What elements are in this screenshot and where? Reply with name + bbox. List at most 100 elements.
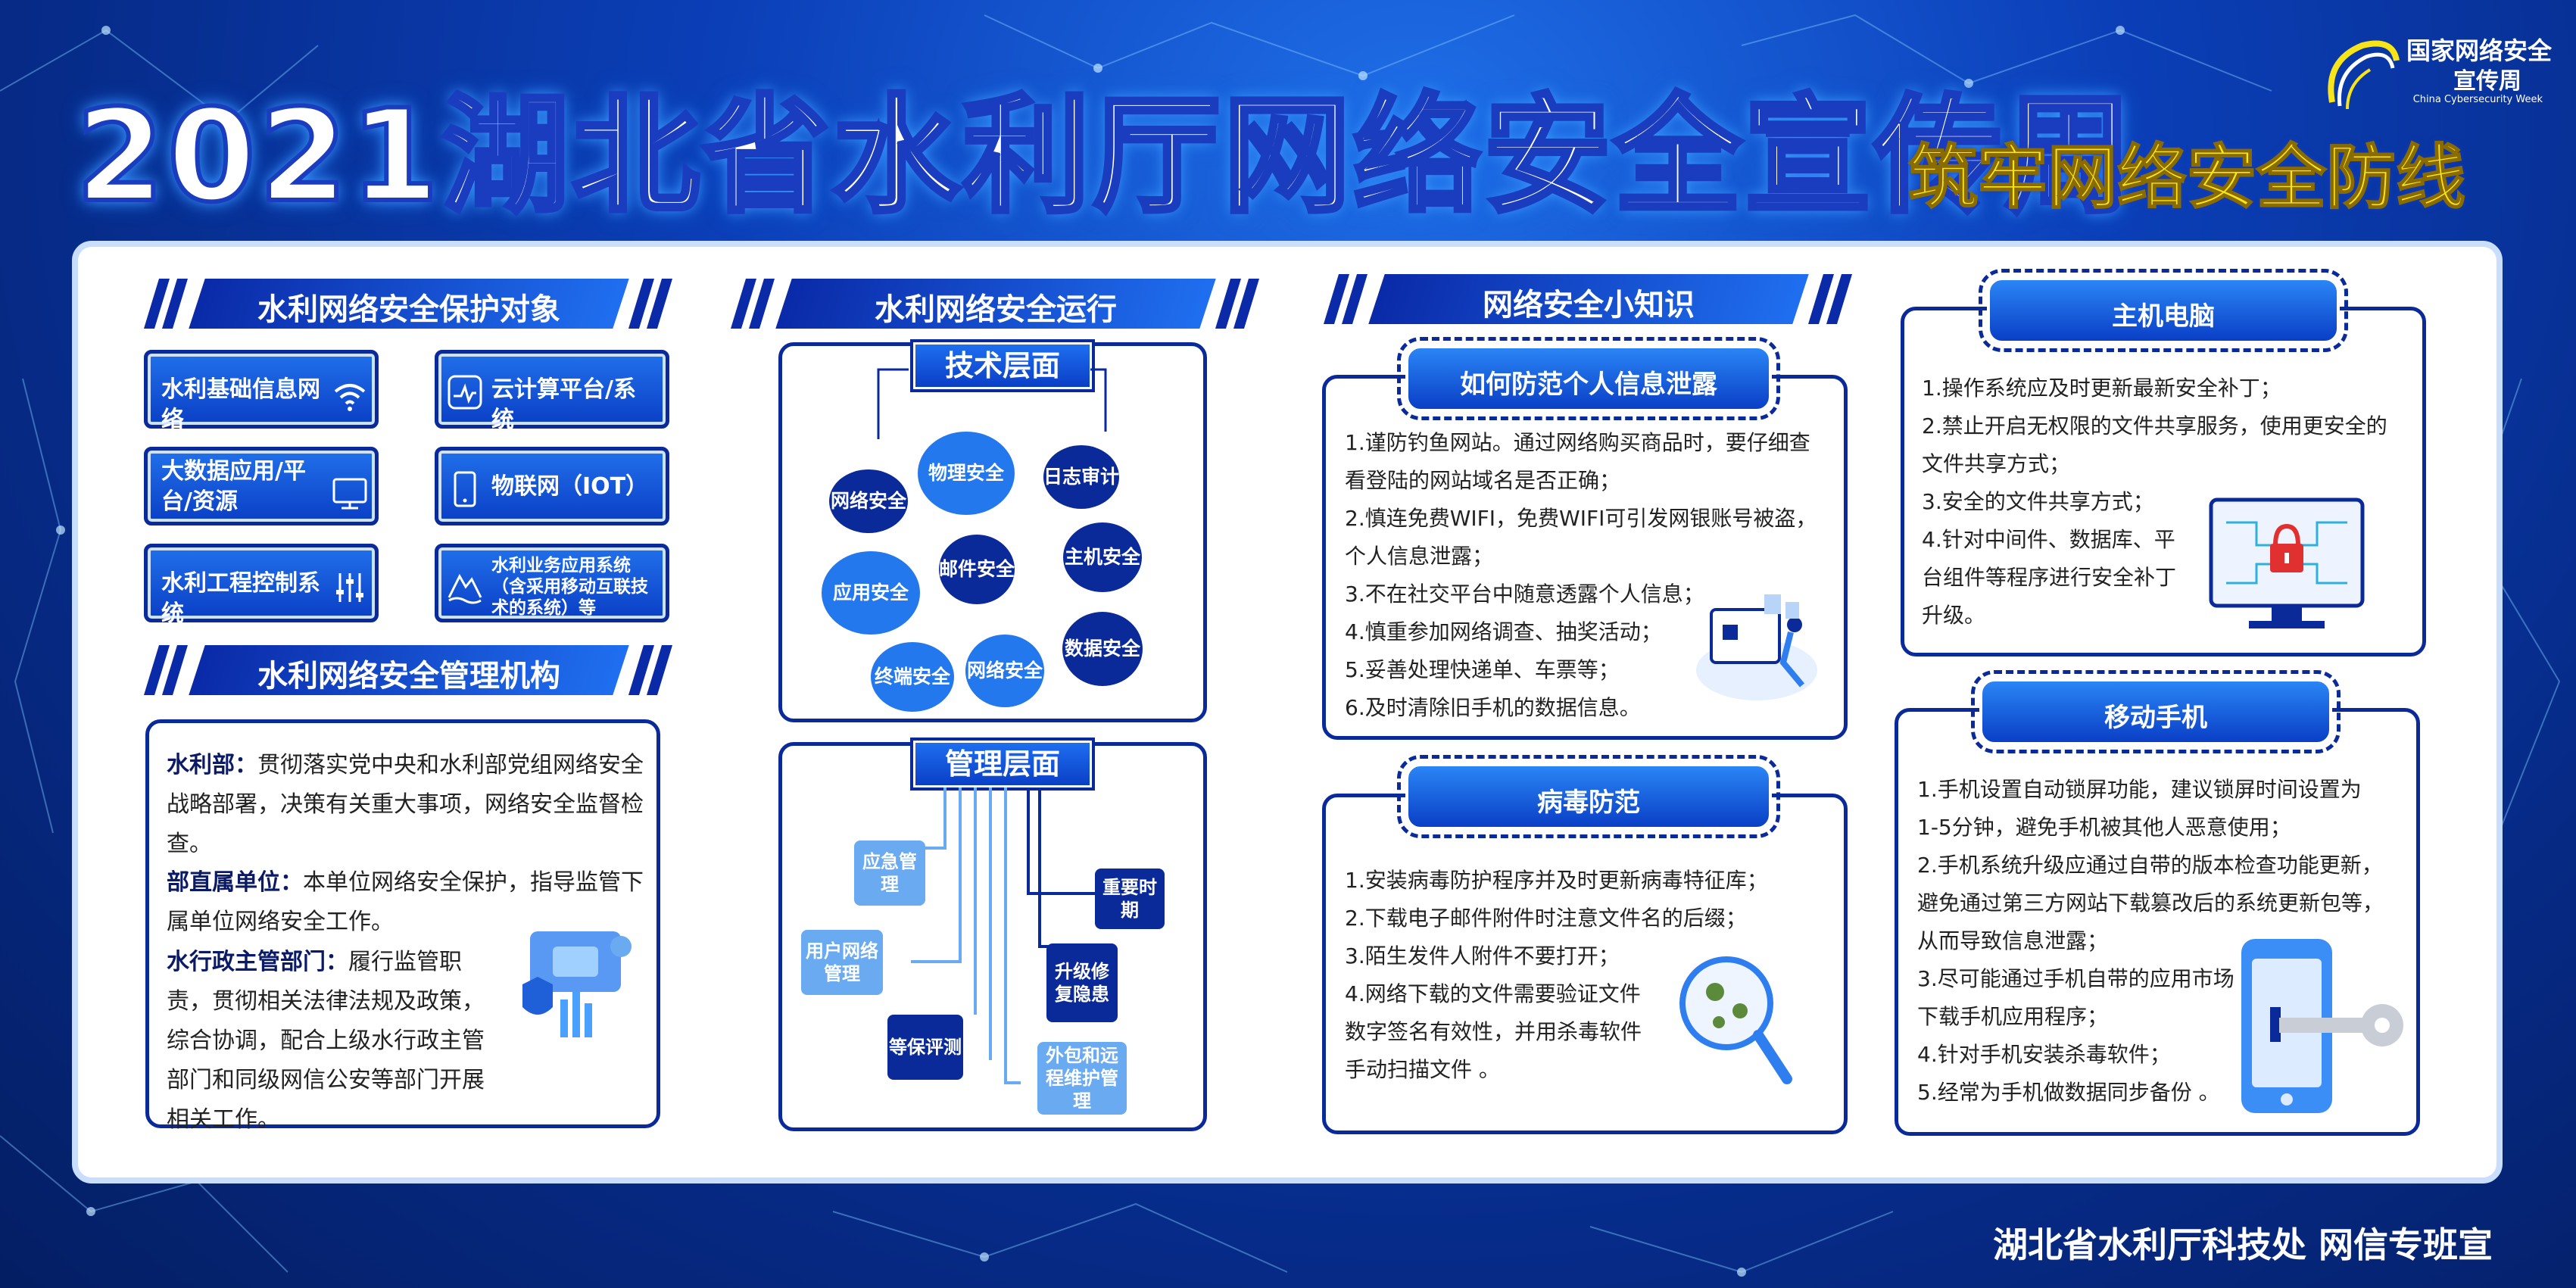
org-p1: 水利部：贯彻落实党中央和水利部党组网络安全战略部署，决策有关重大事项，网络安全监… (167, 746, 651, 864)
pulse-icon (448, 375, 482, 410)
mgmt-item: 用户网络管理 (801, 930, 883, 995)
protect-item-label: 物联网（IOT） (491, 473, 649, 500)
list-item: 3.安全的文件共享方式； (1922, 489, 2154, 514)
mgmt-item: 升级修复隐患 (1046, 943, 1118, 1022)
tech-bubble: 物理安全 (918, 432, 1015, 515)
protect-item-label: 水利工程控制系统 (161, 570, 320, 627)
virus-magnifier-icon (1679, 956, 1792, 1084)
list-item: 3.尽可能通过手机自带的应用市场 (1917, 966, 2235, 991)
laptop-user-icon (1696, 594, 1817, 700)
org-p2: 部直属单位：本单位网络安全保护，指导监管下属单位网络安全工作。 (167, 863, 651, 942)
virus-list: 1.安装病毒防护程序并及时更新病毒特征库； 2.下载电子邮件附件时注意文件名的后… (1345, 862, 1768, 1089)
tech-bubble: 终端安全 (871, 642, 954, 712)
list-item: 3.陌生发件人附件不要打开； (1345, 943, 1620, 968)
list-item: 3.不在社交平台中随意透露个人信息； (1345, 582, 1704, 607)
ops-section-header: 水利网络安全运行 (731, 279, 1261, 329)
mgmt-title: 管理层面 (913, 741, 1092, 787)
org-p2-label: 部直属单位： (167, 869, 303, 896)
mobile-title-pill: 移动手机 (1971, 670, 2341, 753)
privacy-list: 1.谨防钓鱼网站。通过网络购买商品时，要仔细查 看登陆的网站域名是否正确； 2.… (1345, 424, 1817, 727)
protect-item: 云计算平台/系统 (435, 350, 669, 433)
list-item: 台组件等程序进行安全补丁 (1922, 565, 2177, 590)
list-item: 4.慎重参加网络调查、抽奖活动； (1345, 619, 1662, 644)
org-p3-text: 履行监管职责，贯彻相关法律法规及政策，综合协调，配合上级水行政主管部门和同级网信… (167, 949, 485, 1133)
mgmt-item: 重要时期 (1095, 869, 1165, 929)
page-title: 2021湖北省水利厅网络安全宣传周 (73, 80, 2135, 232)
org-title: 水利网络安全管理机构 (257, 659, 560, 694)
list-item: 5.妥善处理快递单、车票等； (1345, 657, 1620, 682)
protect-item-label: 水利业务应用系统（含采用移动互联技术的系统）等 (491, 556, 648, 618)
list-item: 升级。 (1922, 603, 1986, 628)
logo-line1: 国家网络安全 (2406, 36, 2552, 65)
protect-item-label: 云计算平台/系统 (491, 376, 636, 433)
list-item: 1.安装病毒防护程序并及时更新病毒特征库； (1345, 868, 1768, 893)
protect-item: 大数据应用/平台/资源 (144, 447, 379, 525)
protect-section-header: 水利网络安全保护对象 (144, 279, 674, 329)
list-item: 5.经常为手机做数据同步备份 。 (1917, 1080, 2220, 1105)
tips-title: 网络安全小知识 (1483, 288, 1695, 323)
protect-title: 水利网络安全保护对象 (257, 292, 560, 327)
host-list: 1.操作系统应及时更新最新安全补丁； 2.禁止开启无权限的文件共享服务，使用更安… (1922, 370, 2387, 635)
list-item: 避免通过第三方网站下载篡改后的系统更新包等， (1917, 890, 2384, 915)
list-item: 2.手机系统升级应通过自带的版本检查功能更新， (1917, 853, 2383, 878)
slogan: 筑牢网络安全防线 (1907, 136, 2466, 219)
monitor-icon (332, 478, 367, 510)
phone-icon (454, 471, 476, 507)
phone-key-icon (2241, 939, 2403, 1113)
list-item: 1.操作系统应及时更新最新安全补丁； (1922, 376, 2281, 401)
stripes-icon (144, 645, 188, 695)
logo-line3: China Cybersecurity Week (2412, 94, 2543, 105)
list-item: 4.网络下载的文件需要验证文件 (1345, 981, 1641, 1006)
stripes-icon (1808, 274, 1852, 324)
stripes-icon (731, 279, 775, 329)
tech-bubble: 主机安全 (1063, 522, 1142, 592)
list-item: 文件共享方式； (1922, 451, 2071, 476)
logo-line2: 宣传周 (2453, 68, 2521, 95)
protect-item: 水利业务应用系统（含采用移动互联技术的系统）等 (435, 544, 669, 622)
logo-swirl-icon (2328, 40, 2400, 110)
stripes-icon (628, 279, 672, 329)
tech-bubble: 网络安全 (965, 635, 1044, 707)
mobile-panel (1895, 708, 2420, 1136)
org-panel (145, 719, 660, 1128)
mgmt-item: 等保评测 (887, 1015, 963, 1080)
list-item: 数字签名有效性，并用杀毒软件 (1345, 1019, 1642, 1044)
mgmt-connector-lines (911, 787, 1096, 1084)
wifi-icon (334, 384, 366, 411)
dam-icon (448, 573, 482, 604)
protect-item: 物联网（IOT） (435, 447, 669, 525)
virus-title-pill: 病毒防范 (1397, 755, 1780, 838)
list-item: 下载手机应用程序； (1917, 1004, 2109, 1029)
stripes-icon (144, 279, 188, 329)
org-section-header: 水利网络安全管理机构 (144, 645, 674, 695)
list-item: 2.禁止开启无权限的文件共享服务，使用更安全的 (1922, 413, 2387, 438)
org-p1-label: 水利部： (167, 752, 257, 778)
host-title-pill: 主机电脑 (1979, 269, 2348, 352)
locked-monitor-icon (2209, 497, 2365, 628)
privacy-title: 如何防范个人信息泄露 (1460, 370, 1717, 400)
list-item: 从而导致信息泄露； (1917, 928, 2109, 953)
mgmt-item: 外包和远程维护管理 (1037, 1042, 1127, 1115)
org-p3-label: 水行政主管部门： (167, 949, 348, 975)
list-item: 看登陆的网站域名是否正确； (1345, 468, 1621, 493)
privacy-title-pill: 如何防范个人信息泄露 (1397, 337, 1780, 420)
sliders-icon (336, 573, 363, 602)
footer-credit: 湖北省水利厅科技处 网信专班宣 (1992, 1224, 2493, 1265)
org-p2-text: 本单位网络安全保护，指导监管下属单位网络安全工作。 (167, 869, 644, 935)
shield-devices-icon (522, 931, 632, 1037)
list-item: 4.针对中间件、数据库、平 (1922, 527, 2175, 552)
protect-item-label: 水利基础信息网络 (161, 376, 320, 433)
tech-connector-lines (877, 368, 1107, 439)
virus-panel (1322, 794, 1848, 1134)
list-item: 2.下载电子邮件附件时注意文件名的后缀； (1345, 906, 1747, 931)
mgmt-item: 应急管理 (854, 840, 925, 906)
stripes-icon (628, 645, 672, 695)
tech-bubble: 邮件安全 (939, 535, 1015, 604)
tech-bubble: 应用安全 (822, 551, 920, 635)
ops-title: 水利网络安全运行 (875, 292, 1117, 327)
virus-title: 病毒防范 (1537, 787, 1640, 818)
list-item: 个人信息泄露； (1345, 544, 1494, 569)
protect-item: 水利工程控制系统 (144, 544, 379, 627)
tech-bubble: 网络安全 (829, 469, 908, 533)
host-title: 主机电脑 (2112, 301, 2215, 332)
